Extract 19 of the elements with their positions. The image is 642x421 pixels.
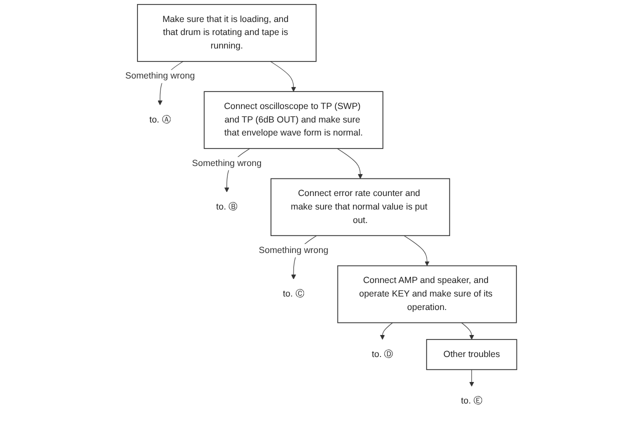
edge-label: Something wrong (258, 246, 328, 256)
arrow (380, 322, 393, 340)
node-text: to. Ⓔ (461, 396, 482, 406)
arrow (461, 322, 474, 340)
node-text: to. Ⓓ (372, 350, 394, 360)
arrow (404, 235, 430, 266)
node-box: Make sure that it is loading, and that drum is rotating and tape is running. (137, 4, 317, 62)
arrow (270, 61, 296, 92)
node-text: to. Ⓑ (216, 202, 238, 212)
node-box: Connect AMP and speaker, and operate KEY and make sure of its operation. (337, 265, 517, 324)
node-text: to. Ⓐ (149, 115, 171, 125)
node-box: Connect oscilloscope to TP (SWP) and TP (6dB OUT) and make sure that envelope wave form is normal. (204, 91, 384, 149)
node-box: Connect error rate counter and make sure that normal value is put out. (270, 178, 450, 236)
edge-label: Something wrong (125, 71, 195, 81)
node-text: to. Ⓒ (282, 289, 304, 299)
node-box: Other troubles (426, 339, 518, 370)
arrow (469, 369, 474, 387)
edge-label: Something wrong (192, 158, 262, 168)
arrow (336, 148, 363, 179)
